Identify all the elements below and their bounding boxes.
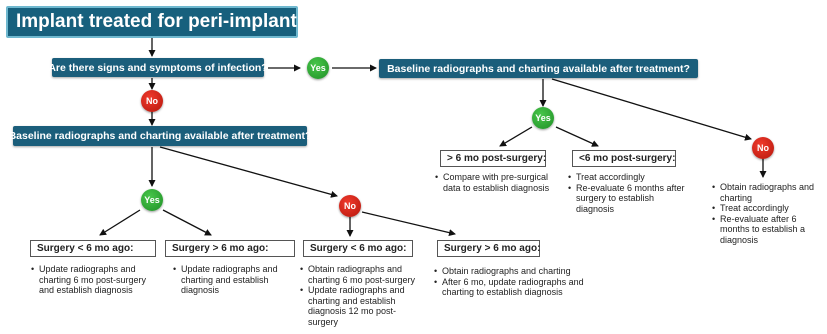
- question-baseline-top: Baseline radiographs and charting availa…: [379, 59, 698, 78]
- arrow-top-yes-to-gt6: [499, 126, 533, 147]
- arrow-left-no-to-gt6: [361, 211, 456, 237]
- arrow-top-yes-to-lt6: [555, 126, 599, 147]
- list-item: Obtain radiographs and charting: [711, 182, 827, 203]
- branch-items-no-lt6: Obtain radiographs and charting 6 mo pos…: [299, 264, 426, 328]
- page-title: Implant treated for peri-implantitis: [6, 6, 324, 38]
- yes-badge-baseline-left: Yes: [141, 189, 163, 211]
- list-item: Compare with pre-surgical data to establ…: [434, 172, 558, 193]
- list-item: Update radiographs and charting and esta…: [172, 264, 287, 296]
- arrow-baseline-top-to-no: [551, 78, 752, 141]
- branch-items-lt6-post-surgery: Treat accordingly Re-evaluate 6 months a…: [567, 172, 691, 214]
- list-item: Re-evaluate 6 months after surgery to es…: [567, 183, 691, 215]
- branch-heading-yes-lt6: Surgery < 6 mo ago:: [30, 240, 156, 257]
- branch-heading-lt6-post-surgery: <6 mo post-surgery:: [572, 150, 676, 167]
- branch-heading-no-lt6: Surgery < 6 mo ago:: [303, 240, 413, 257]
- branch-items-yes-gt6: Update radiographs and charting and esta…: [172, 264, 287, 296]
- no-badge-baseline-left: No: [339, 195, 361, 217]
- list-item: Treat accordingly: [711, 203, 827, 214]
- branch-items-no-baseline: Obtain radiographs and charting Treat ac…: [711, 182, 827, 246]
- list-item: Update radiographs and charting 6 mo pos…: [30, 264, 148, 296]
- branch-heading-gt6-post-surgery: > 6 mo post-surgery:: [440, 150, 546, 167]
- list-item: Obtain radiographs and charting: [433, 266, 603, 277]
- list-item: Re-evaluate after 6 months to establish …: [711, 214, 827, 246]
- arrow-left-yes-to-lt6: [99, 209, 141, 236]
- list-item: Update radiographs and charting and esta…: [299, 285, 426, 327]
- question-infection: Are there signs and symptoms of infectio…: [48, 58, 268, 77]
- question-baseline-left: Baseline radiographs and charting availa…: [9, 126, 311, 146]
- branch-heading-no-gt6: Surgery > 6 mo ago:: [437, 240, 540, 257]
- yes-badge-infection: Yes: [307, 57, 329, 79]
- branch-items-gt6-post-surgery: Compare with pre-surgical data to establ…: [434, 172, 558, 193]
- list-item: Treat accordingly: [567, 172, 691, 183]
- branch-items-yes-lt6: Update radiographs and charting 6 mo pos…: [30, 264, 148, 296]
- branch-items-no-gt6: Obtain radiographs and charting After 6 …: [433, 266, 603, 298]
- arrow-baseline-left-to-no: [159, 146, 338, 198]
- branch-heading-yes-gt6: Surgery > 6 mo ago:: [165, 240, 295, 257]
- list-item: Obtain radiographs and charting 6 mo pos…: [299, 264, 426, 285]
- no-badge-infection: No: [141, 90, 163, 112]
- yes-badge-baseline-top: Yes: [532, 107, 554, 129]
- arrow-left-yes-to-gt6: [162, 209, 212, 236]
- no-badge-baseline-top: No: [752, 137, 774, 159]
- list-item: After 6 mo, update radiographs and chart…: [433, 277, 603, 298]
